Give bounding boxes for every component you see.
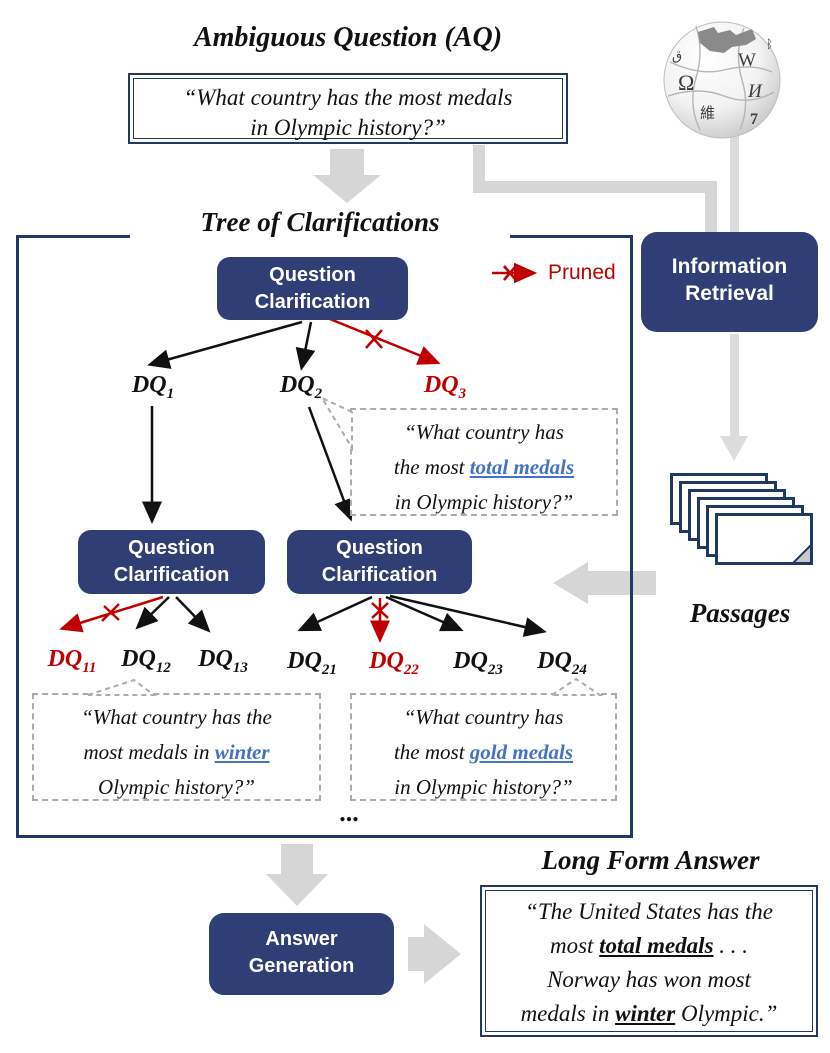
clarified-question-bubble-winter: “What country has the most medals in win… [32,693,321,801]
passage-page-front [715,513,813,565]
wiki-missing-piece [698,27,756,53]
pruned-label: Pruned [548,261,616,284]
tree-ellipsis: ... [339,798,359,827]
arrow-root-to-dq1 [147,320,303,369]
lfa-line4: medals in winter Olympic.” [520,1001,778,1026]
bubble-gold-line1: “What country has [403,705,564,729]
arrow-qcright-to-dq21 [297,595,373,632]
ir-label-line2: Retrieval [685,282,774,305]
qc-right-line1: Question [336,537,423,559]
question-clarification-box-right: Question Clarification [287,530,472,594]
ir-label-line1: Information [671,255,788,278]
arrow-ir-to-passages [720,334,748,461]
pruned-legend: Pruned [490,261,616,285]
node-dq21: DQ21 [287,648,337,678]
long-form-answer-title: Long Form Answer [541,845,760,875]
arrow-passages-to-tree [553,562,656,604]
qc-root-line2: Clarification [254,291,371,313]
arrow-root-to-dq2 [295,321,316,371]
aq-text-line1: “What country has the most medals [183,85,513,110]
long-form-answer-box: “The United States has the most total me… [480,885,818,1037]
node-dq1: DQ1 [131,372,175,402]
arrow-ag-to-lfa [408,924,461,984]
bubble-winter-line1: “What country has the [81,705,272,729]
bubble-total-line2: the most total medals [393,455,575,479]
bubble-tail-gold [548,677,604,696]
bubble-gold-line2: the most gold medals [393,740,574,764]
qc-right-line2: Clarification [321,564,438,586]
highlight-winter: winter [214,740,270,764]
ag-label-line2: Generation [248,955,355,977]
qc-root-line1: Question [269,264,356,286]
arrow-qcright-to-dq22-pruned [370,598,390,643]
lfa-line1: “The United States has the [525,899,773,924]
bubble-gold-line3: in Olympic history?” [394,775,573,799]
connector-aq-to-ir [473,145,717,232]
clarified-question-bubble-gold: “What country has the most gold medals i… [350,693,617,801]
aq-text-line2: in Olympic history?” [250,115,446,140]
passages-title: Passages [689,598,791,628]
wikipedia-logo: Ω W И 維 7 ق ᛒ [663,21,781,139]
page-fold-corner [791,543,812,564]
question-clarification-box-left: Question Clarification [78,530,265,594]
arrow-dq2-to-qc-right [307,406,354,522]
lfa-highlight-winter: winter [615,1001,676,1026]
passages-stack [670,473,820,578]
lfa-line2: most total medals . . . [549,933,749,958]
svg-text:W: W [738,50,756,71]
clarified-question-bubble-total-medals: “What country has the most total medals … [350,408,618,516]
ambiguous-question-title: Ambiguous Question (AQ) [193,22,503,53]
arrow-qcright-to-dq24 [389,594,547,637]
bubble-tail-winter [87,678,157,696]
node-dq12: DQ12 [121,646,171,676]
node-dq13: DQ13 [198,646,248,676]
qc-left-line2: Clarification [113,564,230,586]
bubble-tail-total [319,395,353,452]
svg-text:維: 維 [700,105,715,122]
arrow-qcright-to-dq23 [385,595,464,632]
lfa-line3: Norway has won most [547,967,751,992]
ambiguous-question-box: “What country has the most medals in Oly… [128,73,568,144]
ag-label-line1: Answer [265,928,338,950]
svg-text:Ω: Ω [678,70,694,95]
highlight-gold-medals: gold medals [469,740,574,764]
node-dq24: DQ24 [537,648,587,678]
pruned-arrow-icon [492,263,538,283]
bubble-winter-line3: Olympic history?” [98,775,255,799]
tree-of-clarifications-title: Tree of Clarifications [130,207,510,238]
node-dq22-pruned: DQ22 [369,648,419,678]
connector-wiki-to-ir [730,130,739,232]
information-retrieval-box: Information Retrieval [641,232,818,332]
bubble-winter-line2: most medals in winter [83,740,270,764]
arrow-tree-to-answer-generation [266,844,328,906]
svg-text:7: 7 [750,111,758,128]
node-dq11-pruned: DQ11 [47,646,97,676]
svg-text:ق: ق [672,48,682,63]
question-clarification-box-root: Question Clarification [217,257,408,320]
node-dq23: DQ23 [453,648,503,678]
arrow-aq-to-tree [313,149,381,203]
qc-left-line1: Question [128,537,215,559]
arrow-qcleft-to-dq12 [135,596,170,630]
svg-text:ᛒ: ᛒ [766,37,773,51]
arrow-qcleft-to-dq13 [175,596,211,633]
node-dq3-pruned: DQ3 [423,372,467,402]
lfa-highlight-total-medals: total medals [599,933,714,958]
answer-generation-box: Answer Generation [209,913,394,995]
svg-text:И: И [747,81,763,102]
bubble-total-line1: “What country has [404,420,564,444]
arrow-qcleft-to-dq11-pruned [59,595,164,633]
node-dq2: DQ2 [279,372,323,402]
highlight-total-medals: total medals [469,455,575,479]
bubble-total-line3: in Olympic history?” [394,490,574,514]
arrow-root-to-dq3-pruned [324,315,441,365]
